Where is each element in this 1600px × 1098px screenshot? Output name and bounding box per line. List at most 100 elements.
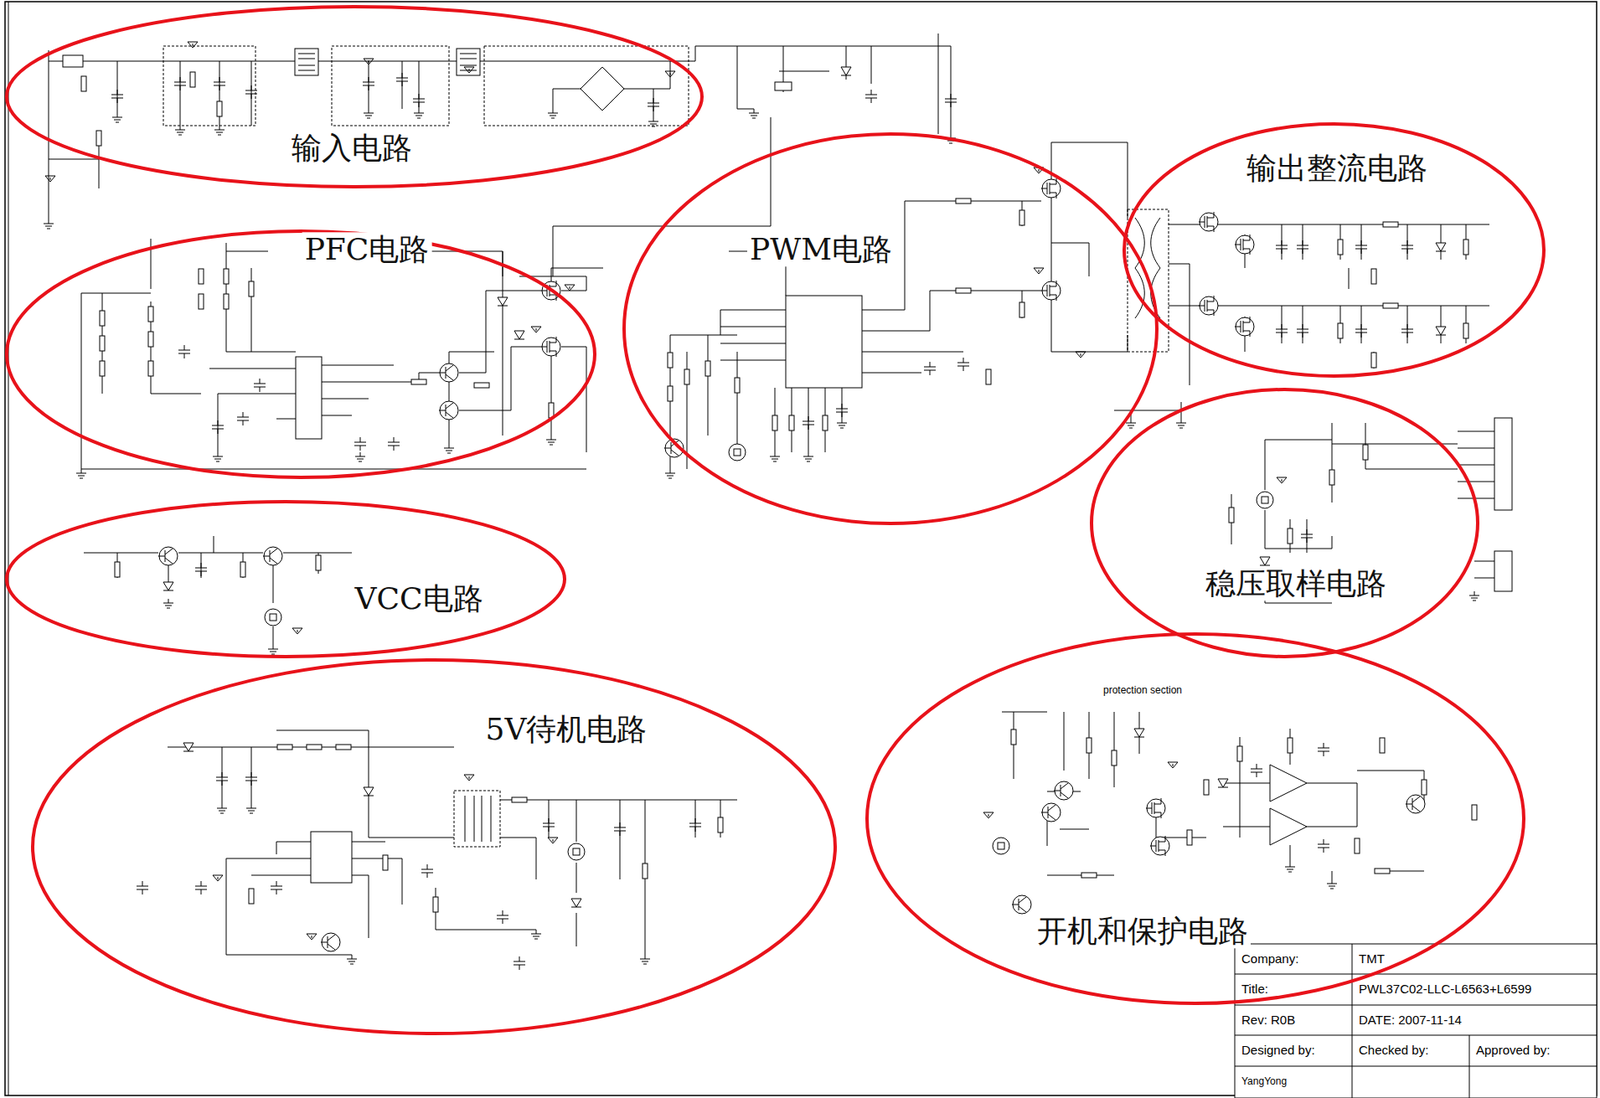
standby-circuit-parts [183, 743, 194, 752]
pfc-circuit-wiring [449, 290, 542, 444]
standby-circuit-wiring [167, 730, 738, 955]
protection-circuit-wiring [1001, 712, 1140, 788]
input-circuit-wiring [48, 50, 696, 220]
standby-circuit-parts [567, 843, 585, 861]
pfc-circuit-parts [355, 452, 366, 462]
input-circuit-wiring [459, 53, 477, 71]
standby-circuit-parts [320, 933, 341, 952]
input-circuit-parts [748, 108, 759, 119]
input-circuit-parts [413, 108, 424, 119]
protection-circuit-parts [1374, 868, 1390, 874]
pwm-circuit-parts [1033, 268, 1044, 274]
input-circuit-parts [464, 67, 475, 73]
standby-circuit-parts [547, 837, 558, 844]
pwm-circuit-parts [772, 415, 778, 431]
standby-circuit-parts [245, 772, 258, 786]
input-circuit-wiring [779, 33, 939, 135]
pwm-circuit-parts [734, 377, 740, 393]
protection-circuit-parts [992, 837, 1010, 855]
pfc-circuit-parts [541, 280, 561, 301]
input-circuit-parts [665, 71, 676, 78]
output-rectifier-parts [1355, 240, 1368, 254]
pfc-circuit-parts [237, 412, 249, 426]
standby-circuit-parts [306, 744, 322, 750]
vcc-circuit-parts [163, 582, 174, 591]
regulation-sampling-parts [1300, 529, 1313, 543]
input-circuit-parts [187, 41, 198, 48]
pfc-circuit-parts [148, 331, 154, 347]
protection-circuit-parts [1285, 862, 1296, 873]
circuit-region-ellipse: 稳压取样电路 [1089, 387, 1480, 659]
input-circuit-parts [945, 134, 956, 144]
pwm-circuit-wiring [1135, 217, 1161, 319]
standby-circuit-parts [216, 772, 228, 786]
vcc-circuit-parts [263, 547, 283, 566]
pwm-circuit-wiring [785, 295, 862, 388]
vcc-circuit-parts [240, 562, 246, 578]
pfc-circuit-parts [548, 402, 554, 419]
pfc-circuit-parts [223, 268, 229, 284]
title-block-text: DATE: 2007-11-14 [1357, 1013, 1463, 1028]
input-circuit-parts [190, 72, 196, 88]
pfc-circuit-parts [497, 297, 508, 306]
output-rectifier-parts [1234, 316, 1255, 337]
output-rectifier-wiring [1168, 224, 1490, 386]
regulation-sampling-parts [1287, 528, 1293, 544]
pfc-circuit-parts [211, 420, 224, 434]
page-frame [8, 1, 10, 1096]
pfc-circuit-parts [76, 268, 575, 479]
standby-circuit-parts [212, 875, 223, 882]
output-rectifier-parts [1198, 295, 1219, 316]
title-block-text: YangYong [1240, 1076, 1288, 1088]
region-label: 5V待机电路 [483, 712, 651, 747]
standby-circuit-wiring [226, 800, 646, 955]
pwm-circuit-wiring [670, 142, 1169, 470]
ellipse-outline [865, 632, 1526, 1006]
regulation-sampling-wiring [1494, 551, 1513, 592]
input-circuit-wiring [484, 46, 689, 126]
pfc-circuit-parts [253, 378, 266, 393]
regulation-sampling-parts [1276, 477, 1287, 484]
standby-circuit-parts [433, 897, 439, 913]
pfc-circuit-parts [212, 452, 223, 462]
standby-circuit-parts [195, 881, 207, 895]
output-rectifier-parts [1125, 211, 1469, 429]
pfc-circuit-parts [438, 363, 459, 382]
input-circuit-parts [96, 130, 102, 146]
output-rectifier-parts [1337, 239, 1343, 255]
ellipse-outline [1089, 387, 1480, 659]
pwm-circuit-wiring [1127, 209, 1169, 352]
output-rectifier-wiring [1281, 305, 1466, 344]
standby-circuit-parts [542, 818, 555, 832]
region-label: PWM电路 [747, 232, 895, 267]
pwm-circuit-wiring [670, 335, 842, 470]
pwm-circuit-parts [789, 415, 795, 431]
output-rectifier-wiring [1114, 224, 1490, 419]
standby-circuit-parts [270, 881, 283, 895]
input-circuit-wiring [298, 53, 315, 71]
vcc-circuit-parts [292, 628, 303, 635]
title-block-text: Company: [1240, 952, 1300, 967]
pwm-circuit-parts [667, 386, 673, 402]
title-block-grid [1234, 944, 1597, 1098]
protection-circuit-parts [983, 728, 1477, 914]
vcc-circuit-parts [195, 562, 207, 577]
protection-circuit-parts [1145, 798, 1166, 819]
protection-circuit-parts [1203, 779, 1209, 795]
pwm-circuit-parts [803, 452, 814, 462]
title-block-text: Rev: R0B [1240, 1013, 1296, 1028]
pfc-circuit-parts [438, 401, 459, 420]
pfc-circuit-wiring [81, 238, 587, 470]
input-circuit-parts [174, 77, 186, 91]
output-rectifier-parts [1463, 239, 1469, 255]
input-circuit-wiring [48, 33, 951, 277]
region-label: 输出整流电路 [1243, 150, 1430, 186]
standby-circuit-wiring [167, 730, 738, 880]
circuit-region-ellipse: 5V待机电路 [30, 658, 837, 1036]
pwm-circuit-parts [1041, 280, 1061, 301]
pwm-circuit-parts [728, 443, 746, 461]
ellipse-outline [624, 134, 1157, 524]
regulation-sampling-wiring [1494, 418, 1513, 511]
circuit-region-ellipse: 输出整流电路 [1122, 122, 1546, 378]
pfc-circuit-parts [178, 345, 191, 359]
